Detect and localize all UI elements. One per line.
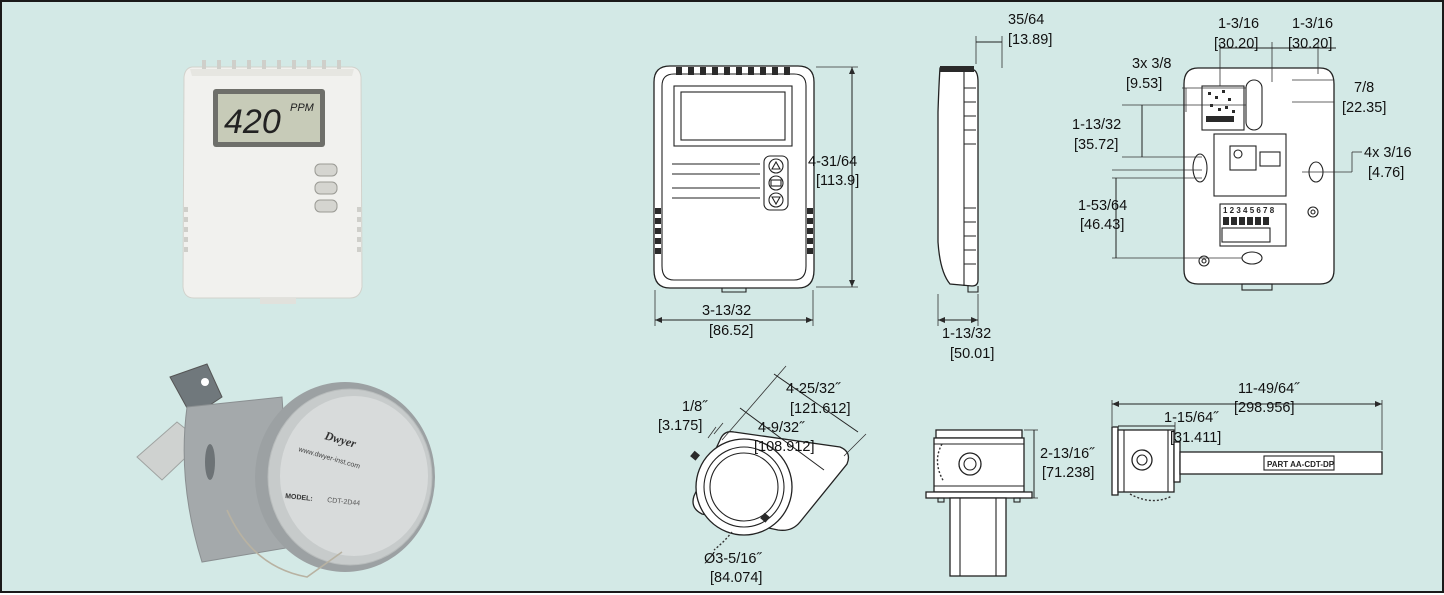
terminal-numbers: 1 2 3 4 5 6 7 8	[1223, 206, 1275, 215]
duct-flange: 1/8˝	[682, 399, 708, 415]
side-depth: 1-13/32	[942, 326, 991, 342]
duct-inner-mm: [108.912]	[754, 439, 814, 455]
side-top-mm: [13.89]	[1008, 32, 1052, 48]
back-spacing-b: 1-3/16	[1292, 16, 1333, 32]
back-holes4-mm: [4.76]	[1368, 165, 1404, 181]
duct-overall-mm: [298.956]	[1234, 400, 1294, 416]
duct-probe-photo: Dwyer www.dwyer-inst.com MODEL: CDT-2D44	[136, 363, 435, 578]
back-holes3: 3x 3/8	[1132, 56, 1172, 72]
duct-flange-mm: [3.175]	[658, 418, 702, 434]
lcd-screen	[218, 94, 320, 142]
down-button	[314, 199, 338, 213]
lcd-reading: 420	[224, 103, 281, 141]
duct-side-height-mm: [71.238]	[1042, 465, 1094, 481]
back-v1: 1-13/32	[1072, 117, 1121, 133]
duct-length-view: PART AA-CDT-DP 11-49/64˝ [298.956] 1-15/…	[1111, 381, 1383, 502]
duct-overall: 11-49/64˝	[1238, 381, 1300, 397]
back-v1-mm: [35.72]	[1074, 137, 1118, 153]
up-button	[314, 163, 338, 177]
duct-side-height: 2-13/16˝	[1040, 446, 1095, 462]
menu-button	[314, 181, 338, 195]
probe-model-value: CDT-2D44	[327, 497, 361, 507]
duct-head: 1-15/64˝	[1164, 410, 1219, 426]
wall-front-view: 4-31/64 [113.9] 3-13/32 [86.52]	[653, 65, 859, 339]
front-height: 4-31/64	[808, 154, 857, 170]
back-spacing-a-mm: [30.20]	[1214, 36, 1258, 52]
front-height-mm: [113.9]	[816, 173, 859, 189]
back-holes3-mm: [9.53]	[1126, 76, 1162, 92]
back-spacing-a: 1-3/16	[1218, 16, 1259, 32]
duct-side-view: 2-13/16˝ [71.238]	[925, 429, 1095, 577]
back-top-offset-mm: [22.35]	[1342, 100, 1386, 116]
back-holes4: 4x 3/16	[1364, 145, 1412, 161]
back-v2-mm: [46.43]	[1080, 217, 1124, 233]
wall-sensor-photo: 420 PPM	[182, 60, 363, 304]
duct-outer: 4-25/32˝	[786, 381, 841, 397]
front-width-mm: [86.52]	[709, 323, 753, 339]
side-depth-mm: [50.01]	[950, 346, 994, 362]
duct-inner: 4-9/32˝	[758, 420, 805, 436]
wall-back-view: 1 2 3 4 5 6 7 8 1-3/16 [30.20] 1-3/16 [3…	[1072, 16, 1412, 291]
back-spacing-b-mm: [30.20]	[1288, 36, 1332, 52]
duct-head-mm: [31.411]	[1170, 430, 1221, 446]
duct-outer-mm: [121.612]	[790, 401, 850, 417]
back-top-offset: 7/8	[1354, 80, 1374, 96]
duct-diameter-mm: [84.074]	[710, 570, 762, 586]
duct-diameter: Ø3-5/16˝	[704, 551, 762, 567]
probe-model-label: MODEL:	[285, 493, 313, 503]
probe-label: PART AA-CDT-DP	[1267, 460, 1335, 469]
side-top: 35/64	[1008, 12, 1044, 28]
lcd-unit: PPM	[290, 102, 315, 114]
duct-front-view: 1/8˝ [3.175] 4-25/32˝ [121.612] 4-9/32˝ …	[658, 365, 867, 586]
wall-side-view: 35/64 [13.89] 1-13/32 [50.01]	[937, 12, 1052, 362]
back-v2: 1-53/64	[1078, 198, 1127, 214]
front-width: 3-13/32	[702, 303, 751, 319]
